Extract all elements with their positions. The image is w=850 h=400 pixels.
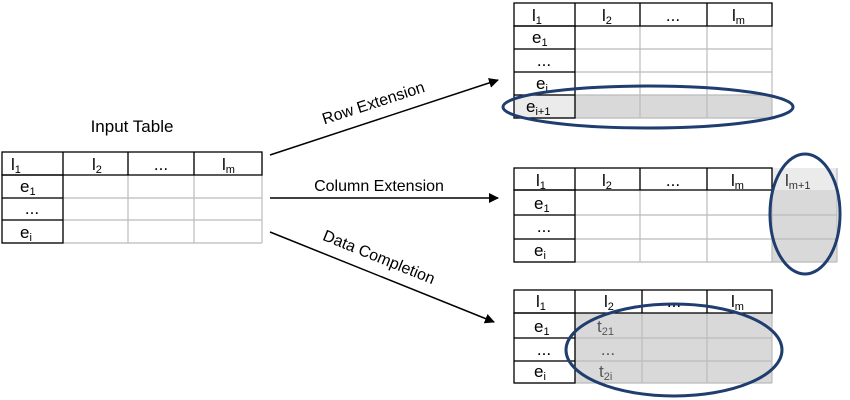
data-comp-value-ellipsis: ...	[601, 340, 615, 359]
input-header-box	[1, 151, 263, 176]
row-ext-header-m: lm	[732, 6, 745, 27]
col-ext-row-1: e1	[534, 194, 550, 215]
data-comp-header-1: l1	[536, 292, 546, 313]
row-ext-row-1: e1	[532, 28, 548, 49]
input-row-ellipsis: ...	[25, 199, 39, 218]
data-comp-value-t21: t21	[597, 317, 614, 338]
input-label-column-box	[1, 174, 64, 244]
input-row-i: ei	[20, 223, 32, 244]
data-comp-header-m: lm	[731, 292, 744, 313]
input-header-ellipsis: ...	[154, 155, 168, 174]
input-row-1: e1	[20, 177, 36, 198]
data-completion-arrow	[269, 231, 495, 324]
data-comp-header-2: l2	[604, 292, 614, 313]
arrows	[269, 78, 499, 324]
col-ext-new-column-header: lm+1	[785, 171, 811, 192]
new-column-header-fill	[772, 168, 837, 190]
row-ext-header-1: l1	[532, 6, 542, 27]
row-ext-new-row: ei+1	[526, 97, 550, 118]
row-ext-header-ellipsis: ...	[666, 6, 680, 25]
col-ext-header-m: lm	[731, 171, 744, 192]
data-comp-header-ellipsis: ...	[667, 292, 681, 311]
input-header-2: l2	[92, 155, 102, 176]
col-ext-row-ellipsis: ...	[537, 217, 551, 236]
column-extension-label: Column Extension	[314, 178, 444, 195]
new-row-fill	[575, 95, 772, 118]
row-extension-highlight-ellipse	[501, 84, 795, 130]
row-ext-header-2: l2	[602, 6, 612, 27]
input-table-title: Input Table	[91, 117, 174, 136]
row-extension-arrow	[269, 78, 499, 156]
col-ext-row-i: ei	[534, 241, 546, 262]
input-table: Input Table l1 l2 ... lm e1 ... ei	[1, 117, 263, 244]
col-ext-header-ellipsis: ...	[666, 171, 680, 190]
data-comp-row-ellipsis: ...	[537, 340, 551, 359]
data-completion-highlight-ellipse	[564, 302, 784, 398]
data-completion-label: Data Completion	[320, 228, 437, 288]
col-ext-header-1: l1	[536, 171, 546, 192]
col-ext-header-2: l2	[602, 171, 612, 192]
row-ext-row-i: ei	[536, 74, 548, 95]
completed-cells-fill	[575, 313, 772, 383]
data-comp-row-i: ei	[534, 362, 546, 383]
data-comp-row-1: e1	[534, 317, 550, 338]
input-header-1: l1	[11, 155, 21, 176]
column-extension-highlight-ellipse	[768, 152, 842, 276]
data-completion-table: l1 l2 ... lm e1 ... ei t21 ... t2i	[513, 289, 784, 398]
data-comp-value-t2i: t2i	[599, 362, 612, 383]
new-row-label-fill	[514, 95, 575, 118]
column-extension-table: l1 l2 ... lm lm+1 e1 ... ei	[513, 152, 842, 276]
row-extension-table: l1 l2 ... lm e1 ... ei ei+1	[501, 2, 795, 130]
new-column-fill	[772, 190, 837, 262]
row-ext-row-ellipsis: ...	[537, 51, 551, 70]
input-header-m: lm	[222, 155, 235, 176]
